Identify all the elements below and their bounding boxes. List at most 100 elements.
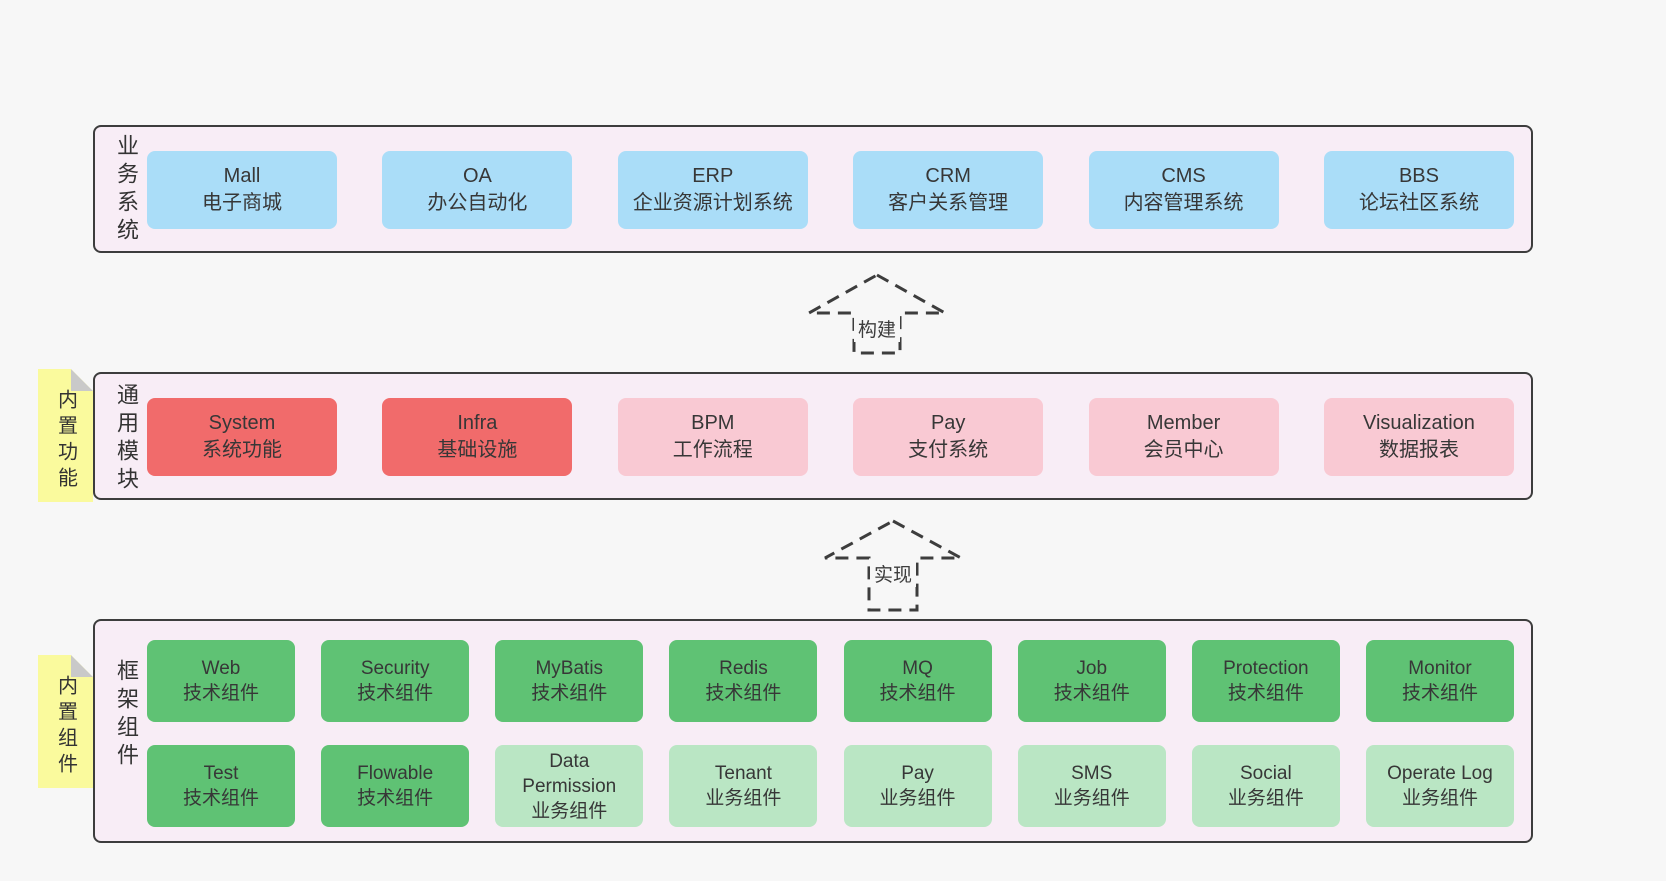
- business-box-row: Mall 电子商城 OA 办公自动化 ERP 企业资源计划系统 CRM 客户关系…: [147, 151, 1514, 229]
- node-subtitle: 技术组件: [357, 788, 434, 809]
- components-box-row-1: Web 技术组件 Security 技术组件 MyBatis 技术组件 Redi…: [147, 640, 1514, 722]
- node-visualization: Visualization 数据报表: [1323, 398, 1514, 476]
- node-subtitle: 会员中心: [1143, 439, 1224, 461]
- node-data-permission: Data Permission 业务组件: [495, 745, 644, 827]
- node-subtitle: 业务组件: [1227, 788, 1304, 809]
- node-title: Tenant: [714, 763, 772, 784]
- node-subtitle: 办公自动化: [427, 192, 528, 214]
- node-pay: Pay 支付系统: [853, 398, 1044, 476]
- node-title: Redis: [719, 658, 768, 679]
- node-title: MyBatis: [535, 658, 604, 679]
- node-subtitle: 业务组件: [879, 788, 956, 809]
- node-subtitle: 技术组件: [705, 683, 782, 704]
- node-tenant: Tenant 业务组件: [669, 745, 818, 827]
- node-subtitle: 技术组件: [182, 788, 259, 809]
- dashed-up-arrow: [824, 519, 962, 612]
- node-subtitle: 业务组件: [705, 788, 782, 809]
- node-title: ERP: [692, 165, 734, 187]
- node-title: System: [208, 412, 276, 434]
- node-crm: CRM 客户关系管理: [853, 151, 1044, 229]
- node-sms: SMS 业务组件: [1017, 745, 1166, 827]
- node-title: CRM: [925, 165, 971, 187]
- node-title: OA: [462, 165, 492, 187]
- sticky-note-text: 内置功能: [54, 388, 77, 493]
- node-mall: Mall 电子商城: [147, 151, 337, 229]
- node-subtitle: 电子商城: [202, 192, 282, 214]
- node-subtitle: 基础设施: [437, 439, 518, 461]
- node-subtitle: 业务组件: [1053, 788, 1130, 809]
- node-subtitle: 技术组件: [879, 683, 956, 704]
- node-social: Social 业务组件: [1191, 745, 1340, 827]
- node-title: Security: [360, 658, 430, 679]
- node-subtitle: 客户关系管理: [888, 192, 1009, 214]
- sticky-note-builtin-features: 内置功能: [38, 369, 93, 502]
- node-title: BBS: [1398, 165, 1439, 187]
- node-title: Operate Log: [1387, 763, 1493, 784]
- node-protection: Protection 技术组件: [1191, 640, 1340, 722]
- arrow-build: 构建: [807, 273, 947, 355]
- node-web: Web 技术组件: [147, 640, 295, 722]
- node-title: Member: [1146, 412, 1221, 434]
- node-member: Member 会员中心: [1088, 398, 1279, 476]
- node-redis: Redis 技术组件: [669, 640, 818, 722]
- node-bbs: BBS 论坛社区系统: [1323, 151, 1514, 229]
- layer-label: 业务系统: [114, 134, 139, 246]
- layer-framework-components: 框架组件 Web 技术组件 Security 技术组件 MyBatis 技术组件…: [93, 619, 1533, 843]
- node-subtitle: 支付系统: [908, 439, 989, 461]
- node-subtitle: 技术组件: [182, 683, 259, 704]
- node-subtitle: 系统功能: [202, 439, 282, 461]
- components-box-row-2: Test 技术组件 Flowable 技术组件 Data Permission …: [147, 745, 1514, 827]
- node-subtitle: 企业资源计划系统: [632, 192, 793, 214]
- node-title: Pay: [901, 763, 934, 784]
- node-system: System 系统功能: [147, 398, 337, 476]
- node-subtitle: 论坛社区系统: [1358, 192, 1479, 214]
- sticky-note-text: 内置组件: [54, 674, 77, 779]
- node-subtitle: 技术组件: [1227, 683, 1304, 704]
- node-subtitle: 技术组件: [1053, 683, 1130, 704]
- node-infra: Infra 基础设施: [382, 398, 573, 476]
- arrow-label: 实现: [823, 560, 963, 587]
- node-title: Data Permission: [522, 750, 617, 797]
- arrow-label: 构建: [807, 315, 947, 342]
- node-operate-log: Operate Log 业务组件: [1365, 745, 1514, 827]
- node-title: Mall: [223, 165, 261, 187]
- node-subtitle: 数据报表: [1378, 439, 1459, 461]
- layer-label: 通用模块: [114, 383, 139, 495]
- node-title: Monitor: [1408, 658, 1472, 679]
- node-title: Test: [203, 763, 239, 784]
- node-mybatis: MyBatis 技术组件: [495, 640, 644, 722]
- node-mq: MQ 技术组件: [843, 640, 992, 722]
- node-security: Security 技术组件: [321, 640, 470, 722]
- node-monitor: Monitor 技术组件: [1365, 640, 1514, 722]
- node-subtitle: 技术组件: [1401, 683, 1478, 704]
- node-title: MQ: [902, 658, 933, 679]
- node-subtitle: 业务组件: [1401, 788, 1478, 809]
- sticky-note-builtin-components: 内置组件: [38, 655, 93, 788]
- modules-box-row: System 系统功能 Infra 基础设施 BPM 工作流程 Pay 支付系统…: [147, 398, 1514, 476]
- node-title: Flowable: [357, 763, 434, 784]
- node-title: Pay: [930, 412, 966, 434]
- node-title: Infra: [457, 412, 498, 434]
- node-title: CMS: [1161, 165, 1206, 187]
- layer-business-systems: 业务系统 Mall 电子商城 OA 办公自动化 ERP 企业资源计划系统 CRM…: [93, 125, 1533, 253]
- node-erp: ERP 企业资源计划系统: [617, 151, 808, 229]
- arrow-implement: 实现: [823, 519, 963, 612]
- node-bpm: BPM 工作流程: [617, 398, 808, 476]
- node-subtitle: 技术组件: [357, 683, 434, 704]
- dashed-up-arrow: [807, 273, 947, 355]
- layer-common-modules: 通用模块 System 系统功能 Infra 基础设施 BPM 工作流程 Pay…: [93, 372, 1533, 500]
- node-subtitle: 内容管理系统: [1123, 192, 1244, 214]
- node-title: Web: [201, 658, 241, 679]
- node-test: Test 技术组件: [147, 745, 295, 827]
- layer-label: 框架组件: [114, 659, 139, 771]
- node-subtitle: 工作流程: [672, 439, 753, 461]
- node-subtitle: 技术组件: [531, 683, 608, 704]
- node-title: Job: [1076, 658, 1108, 679]
- node-subtitle: 业务组件: [531, 800, 608, 822]
- node-title: Protection: [1223, 658, 1309, 679]
- node-title: Social: [1239, 763, 1292, 784]
- node-job: Job 技术组件: [1017, 640, 1166, 722]
- node-title: Visualization: [1362, 412, 1475, 434]
- node-flowable: Flowable 技术组件: [321, 745, 470, 827]
